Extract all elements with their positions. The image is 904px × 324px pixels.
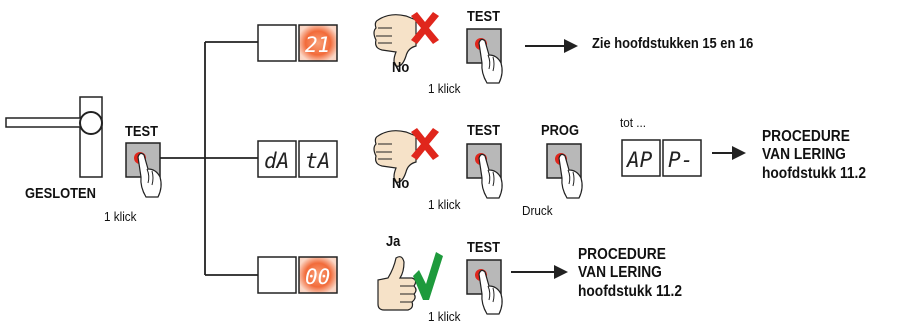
- test-label-2: TEST: [467, 122, 500, 139]
- thumbs-up-icon: [377, 256, 417, 311]
- result-3: PROCEDURE VAN LERING hoofdstukk 11.2: [578, 246, 682, 300]
- display-learning: AP P-: [621, 139, 702, 177]
- prog-label: PROG: [541, 122, 580, 139]
- answer-no-2: No: [392, 175, 410, 192]
- result-1: Zie hoofdstukken 15 en 16: [592, 35, 754, 52]
- display-3: 00: [257, 256, 338, 294]
- test-label-3: TEST: [467, 239, 500, 256]
- arrows: [511, 39, 746, 279]
- press-label: Druck: [522, 203, 553, 218]
- tot-label: tot ...: [620, 115, 647, 130]
- click-label-3: 1 klick: [428, 309, 461, 324]
- barrier-icon: [5, 96, 103, 178]
- branch-lines: [160, 41, 258, 276]
- display-learning-right: P-: [668, 148, 693, 172]
- start-test-label: TEST: [125, 123, 158, 140]
- display-learning-left: AP: [625, 148, 653, 172]
- answer-no-1: No: [392, 59, 410, 76]
- display-3-value: 00: [305, 265, 330, 289]
- answer-ja: Ja: [386, 233, 401, 250]
- result-2: PROCEDURE VAN LERING hoofdstukk 11.2: [762, 128, 866, 182]
- display-1-value: 21: [305, 33, 330, 57]
- display-2-right: tA: [305, 149, 330, 173]
- test-button-2[interactable]: [466, 143, 503, 199]
- test-button-1[interactable]: [466, 28, 503, 84]
- display-2-left: dA: [264, 149, 289, 173]
- barrier-state-label: GESLOTEN: [25, 185, 96, 202]
- test-label-1: TEST: [467, 8, 500, 25]
- start-click-label: 1 klick: [104, 209, 137, 224]
- test-button-start[interactable]: [125, 142, 162, 198]
- click-label-2: 1 klick: [428, 197, 461, 212]
- test-button-3[interactable]: [466, 259, 503, 315]
- check-icon: [413, 252, 443, 300]
- prog-button[interactable]: [546, 143, 583, 199]
- display-2: dA tA: [257, 140, 338, 178]
- display-1: 21: [257, 24, 338, 62]
- click-label-1: 1 klick: [428, 81, 461, 96]
